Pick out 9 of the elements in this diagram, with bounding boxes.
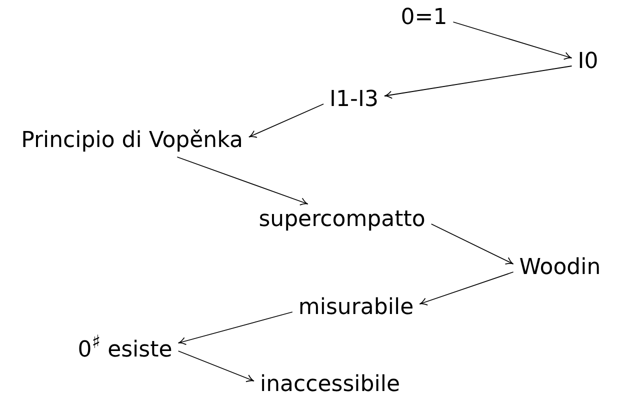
- node-label: misurabile: [296, 296, 416, 320]
- node-label: Woodin: [517, 256, 603, 280]
- node-label: 0$^{♯}$ esiste: [76, 331, 174, 363]
- node-label: I0: [576, 50, 600, 74]
- node-label: I1-I3: [328, 88, 380, 112]
- node-label: Principio di Vopěnka: [19, 129, 245, 153]
- node-label: inaccessibile: [258, 373, 402, 397]
- node-label: supercompatto: [256, 208, 428, 232]
- node-label: 0=1: [398, 6, 450, 30]
